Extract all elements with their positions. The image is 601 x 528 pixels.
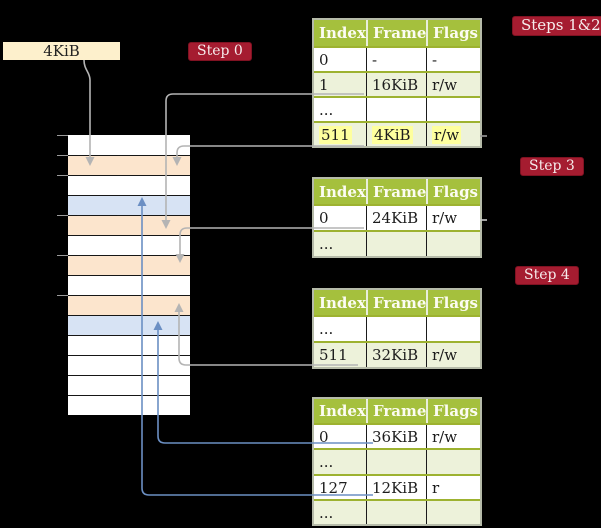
pt4-r0-flags: r/w: [426, 425, 480, 448]
memory-frame-row-2: [68, 175, 190, 195]
pt2-r0-flags: r/w: [426, 206, 480, 230]
pt4-r1-index: ...: [314, 450, 366, 474]
memory-frame-row-13: [68, 395, 190, 415]
pt2-r1-flags: [426, 232, 480, 256]
badge-step-3: Step 3: [520, 157, 584, 176]
pt3-header-frame: Frame: [366, 290, 426, 315]
memory-tick-32kib: [57, 294, 68, 296]
pt3-r1-index: 511: [314, 343, 366, 367]
pt1-r0-index: 0: [314, 48, 366, 71]
pt2-r0-index: 0: [314, 206, 366, 230]
pt1-r2-frame: [366, 98, 426, 121]
pt2-header-frame: Frame: [366, 179, 426, 204]
page-table-1: Index Frame Flags 0 - - 1 16KiB r/w ... …: [312, 18, 482, 148]
pt3-r0-frame: [366, 317, 426, 341]
pt4-r2-frame: 12KiB: [366, 476, 426, 499]
pt4-r2-index: 127: [314, 476, 366, 499]
pt1-r3-flags: r/w: [426, 123, 480, 146]
frame-size-label: 4KiB: [43, 42, 80, 60]
memory-frame-row-6: [68, 255, 190, 275]
pt1-r1-flags: r/w: [426, 73, 480, 96]
pt1-r2-flags: [426, 98, 480, 121]
pt4-r3-flags: [426, 501, 480, 524]
pt1-r3-frame-highlight: 4KiB: [372, 125, 413, 144]
page-table-2: Index Frame Flags 0 24KiB r/w ...: [312, 177, 482, 258]
memory-tick-8kib: [57, 174, 68, 176]
pt1-r3-index: 511: [314, 123, 366, 146]
pt3-header-flags: Flags: [426, 290, 480, 315]
pt3-r0-index: ...: [314, 317, 366, 341]
memory-frame-row-9: [68, 315, 190, 335]
pt1-r3-frame: 4KiB: [366, 123, 426, 146]
pt2-r1-frame: [366, 232, 426, 256]
pt1-header-frame: Frame: [366, 20, 426, 46]
physical-memory-column: [68, 135, 190, 415]
memory-tick-4kib: [57, 154, 68, 156]
pt4-r0-index: 0: [314, 425, 366, 448]
memory-tick-16kib: [57, 214, 68, 216]
pt3-r1-flags: r/w: [426, 343, 480, 367]
pt1-r2-index: ...: [314, 98, 366, 121]
memory-frame-row-0: [68, 135, 190, 155]
pt3-r0-flags: [426, 317, 480, 341]
memory-tick-24kib: [57, 254, 68, 256]
pt1-r3-index-highlight: 511: [319, 125, 352, 144]
pt1-r1-frame: 16KiB: [366, 73, 426, 96]
memory-tick-0kib: [57, 134, 68, 136]
pt2-r0-frame: 24KiB: [366, 206, 426, 230]
memory-frame-row-5: [68, 235, 190, 255]
pt4-header-frame: Frame: [366, 399, 426, 423]
page-table-3: Index Frame Flags ... 511 32KiB r/w: [312, 288, 482, 369]
memory-frame-row-11: [68, 355, 190, 375]
pt2-header-index: Index: [314, 179, 366, 204]
badge-step-4: Step 4: [515, 266, 579, 285]
pt1-r0-frame: -: [366, 48, 426, 71]
pt4-r1-flags: [426, 450, 480, 474]
frame-size-label-box: 4KiB: [3, 42, 120, 60]
memory-frame-row-7: [68, 275, 190, 295]
badge-step-0: Step 0: [188, 42, 252, 61]
pt2-header-flags: Flags: [426, 179, 480, 204]
pt4-r3-index: ...: [314, 501, 366, 524]
memory-frame-row-8: [68, 295, 190, 315]
memory-frame-row-4: [68, 215, 190, 235]
pt4-header-flags: Flags: [426, 399, 480, 423]
memory-frame-row-10: [68, 335, 190, 355]
pt2-r1-index: ...: [314, 232, 366, 256]
pt4-r3-frame: [366, 501, 426, 524]
memory-frame-row-1: [68, 155, 190, 175]
pt1-r3-flags-highlight: r/w: [432, 125, 462, 144]
pt1-r0-flags: -: [426, 48, 480, 71]
memory-frame-row-3: [68, 195, 190, 215]
pt1-header-index: Index: [314, 20, 366, 46]
pt1-header-flags: Flags: [426, 20, 480, 46]
pt4-header-index: Index: [314, 399, 366, 423]
badge-steps-1-2: Steps 1&2: [512, 16, 601, 36]
pt1-r1-index: 1: [314, 73, 366, 96]
pt4-r2-flags: r: [426, 476, 480, 499]
pt4-r0-frame: 36KiB: [366, 425, 426, 448]
pt3-r1-frame: 32KiB: [366, 343, 426, 367]
memory-frame-row-12: [68, 375, 190, 395]
page-table-4: Index Frame Flags 0 36KiB r/w ... 127 12…: [312, 397, 482, 526]
pt3-header-index: Index: [314, 290, 366, 315]
pt4-r1-frame: [366, 450, 426, 474]
